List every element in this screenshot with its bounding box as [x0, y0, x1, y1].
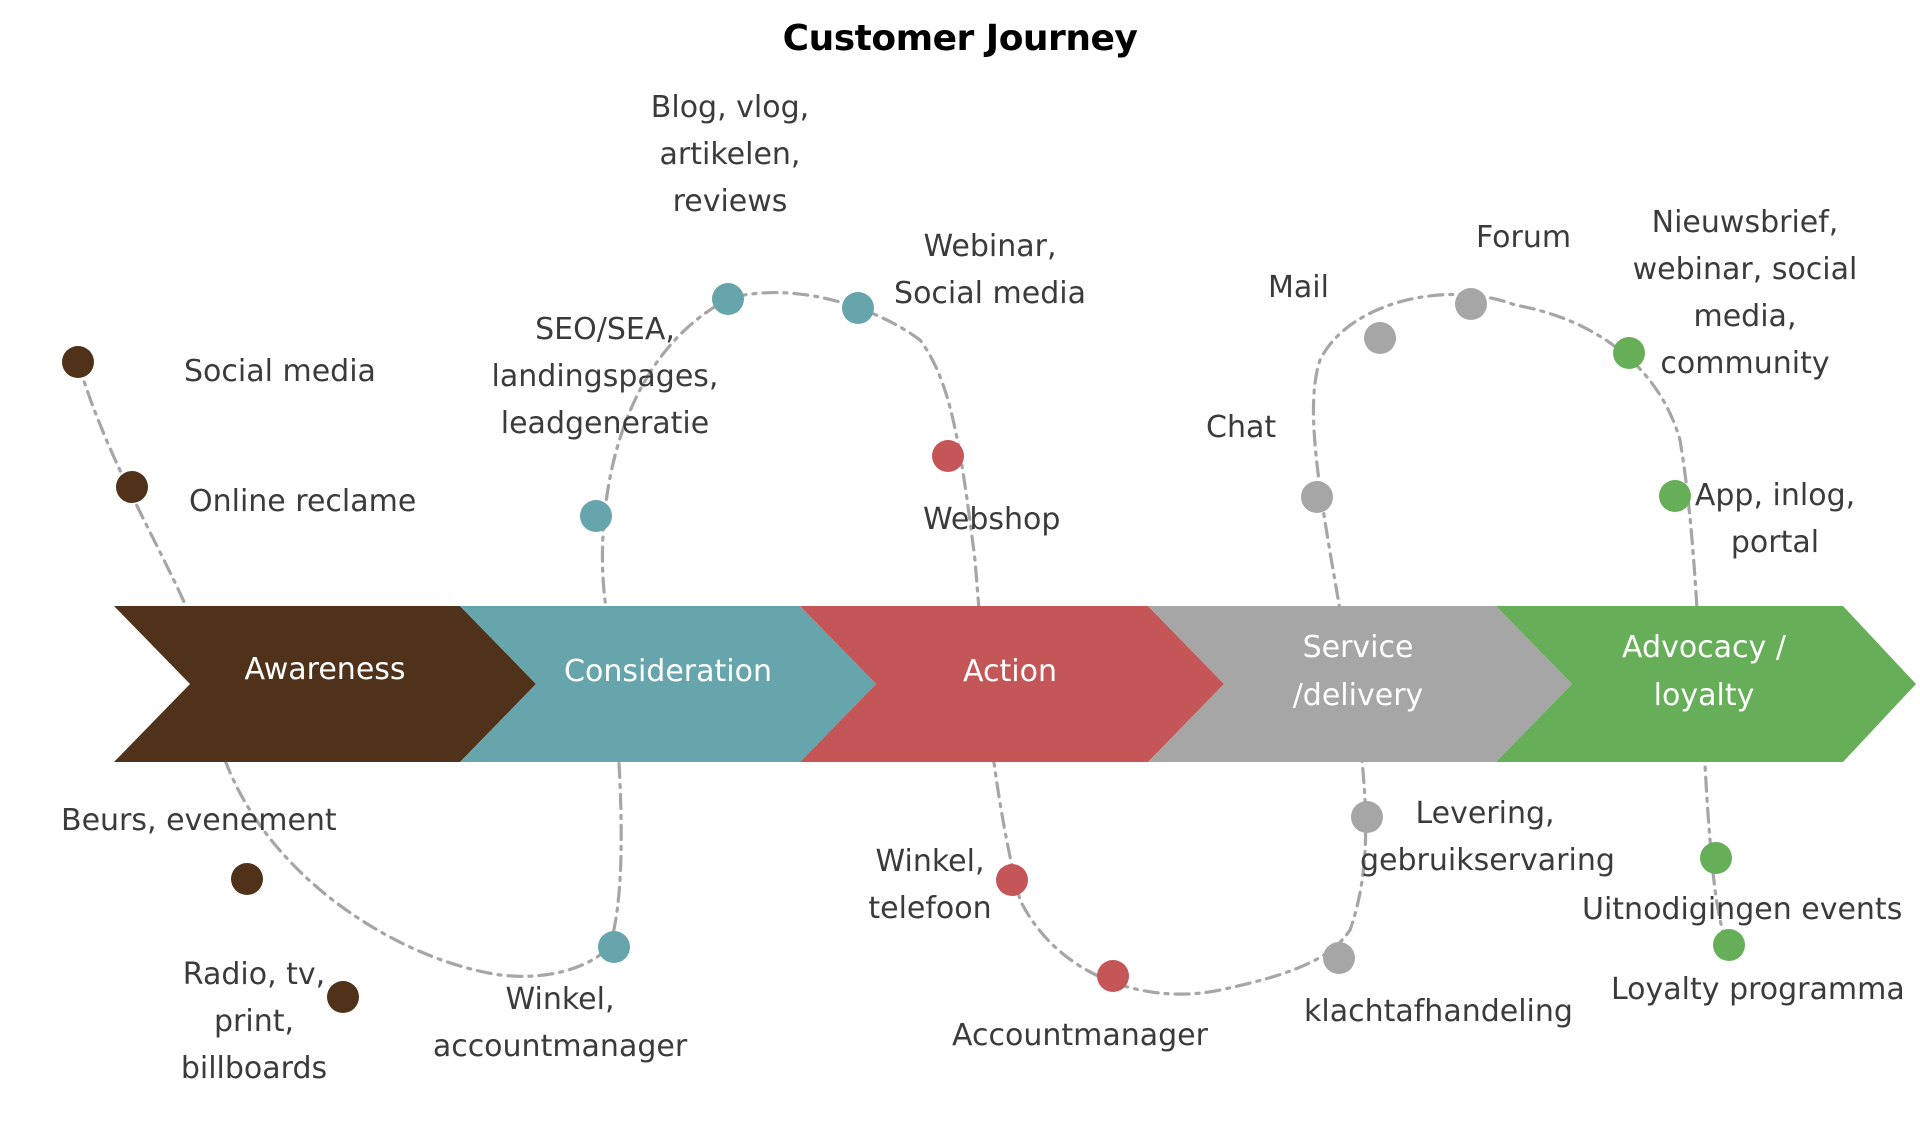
- label-uitnodigingen: Uitnodigingen events: [1582, 892, 1903, 927]
- dot-uitnodigingen: [1700, 842, 1732, 874]
- label-chat: Chat: [1206, 410, 1277, 445]
- stage-label-consideration: Consideration: [564, 654, 772, 689]
- label-app: App, inlog, portal: [1694, 478, 1856, 560]
- label-nieuwsbrief: Nieuwsbrief, webinar, social media, comm…: [1632, 205, 1858, 381]
- dot-klacht: [1323, 942, 1355, 974]
- stage-label-advocacy: Advocacy / loyalty: [1622, 630, 1786, 713]
- stage-advocacy: [1496, 606, 1916, 762]
- label-webinar-social: Webinar, Social media: [894, 229, 1086, 311]
- label-levering: Levering, gebruikservaring: [1360, 796, 1615, 878]
- stage-label-awareness: Awareness: [244, 652, 406, 687]
- dot-app: [1659, 480, 1691, 512]
- label-winkel-telefoon: Winkel, telefoon: [868, 844, 992, 926]
- dot-social-media: [62, 346, 94, 378]
- dot-mail: [1364, 322, 1396, 354]
- label-loyalty: Loyalty programma: [1611, 972, 1905, 1007]
- dot-winkel-account: [598, 931, 630, 963]
- dot-beurs: [231, 863, 263, 895]
- touchpoint-dots: [62, 283, 1745, 1013]
- label-winkel-account: Winkel, accountmanager: [432, 982, 688, 1064]
- stage-consideration: [460, 606, 876, 762]
- dot-nieuwsbrief: [1613, 337, 1645, 369]
- dot-chat: [1301, 481, 1333, 513]
- dot-forum: [1455, 288, 1487, 320]
- dot-loyalty: [1713, 929, 1745, 961]
- label-online-reclame: Online reclame: [189, 484, 417, 519]
- diagram-title: Customer Journey: [782, 18, 1138, 59]
- stage-label-service: Service /delivery: [1292, 630, 1424, 713]
- dot-levering: [1351, 801, 1383, 833]
- label-blog: Blog, vlog, artikelen, reviews: [650, 90, 810, 219]
- stage-awareness: [114, 606, 536, 762]
- dot-webinar: [842, 292, 874, 324]
- label-seo: SEO/SEA, landingspages, leadgeneratie: [491, 312, 719, 441]
- stage-label-action: Action: [963, 654, 1057, 689]
- dot-winkel-telefoon: [996, 864, 1028, 896]
- dot-accountmanager: [1097, 960, 1129, 992]
- label-beurs: Beurs, evenement: [61, 803, 337, 838]
- dot-radio: [327, 981, 359, 1013]
- label-radio: Radio, tv, print, billboards: [180, 957, 328, 1086]
- label-forum: Forum: [1476, 220, 1572, 255]
- dot-seo: [580, 500, 612, 532]
- label-social-media: Social media: [184, 354, 376, 389]
- label-mail: Mail: [1268, 270, 1329, 305]
- dot-blog: [712, 283, 744, 315]
- stage-action: [800, 606, 1224, 762]
- label-accountmanager: Accountmanager: [952, 1018, 1208, 1053]
- dot-online-reclame: [116, 471, 148, 503]
- dot-webshop: [932, 440, 964, 472]
- label-klacht: klachtafhandeling: [1304, 994, 1573, 1029]
- label-webshop: Webshop: [923, 502, 1061, 537]
- stage-service: [1148, 606, 1572, 762]
